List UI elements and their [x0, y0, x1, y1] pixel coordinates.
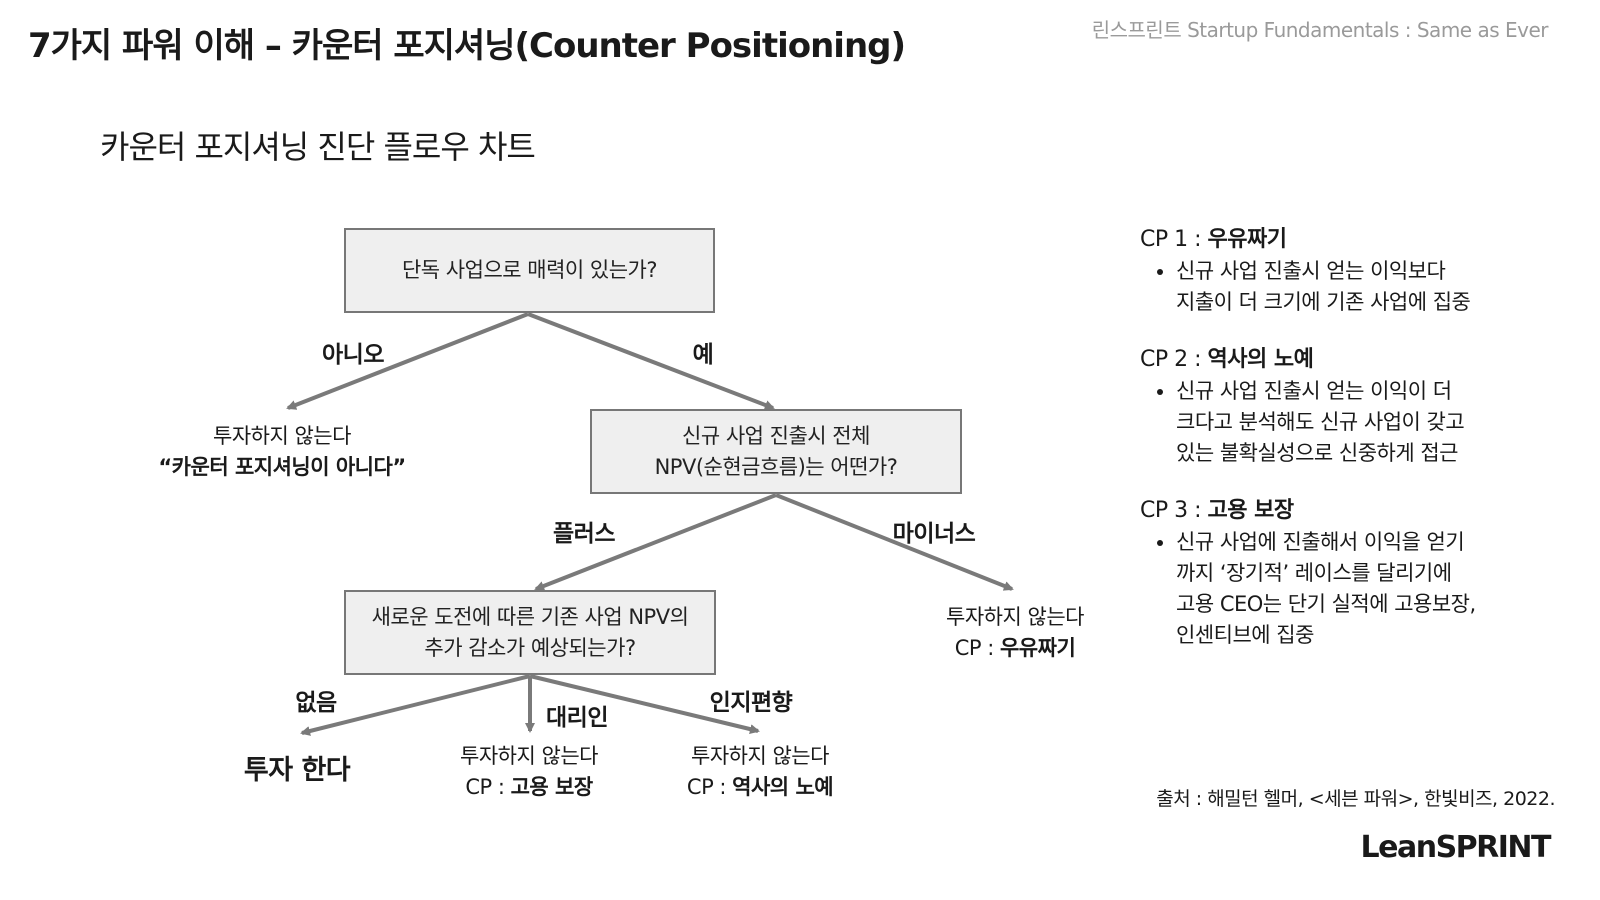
branch-label-cognitive-bias: 인지편향	[709, 690, 793, 716]
arrow-q2-minus	[775, 493, 1014, 591]
question-box-new-business-npv: 신규 사업 진출시 전체 NPV(순현금흐름)는 어떤가?	[590, 409, 962, 494]
outcome-line: 투자하지 않는다	[691, 744, 829, 768]
arrow-q2-plus	[534, 493, 777, 591]
outcome-milking: 투자하지 않는다 CP : 우유짜기	[946, 602, 1084, 664]
cp-legend-heading-2: CP 2 : 역사의 노예	[1140, 347, 1314, 372]
branch-label-agency: 대리인	[546, 705, 608, 731]
question-box-standalone-appeal: 단독 사업으로 매력이 있는가?	[344, 228, 715, 313]
outcome-line: 투자하지 않는다	[213, 424, 351, 448]
outcome-cp: CP : 우유짜기	[954, 636, 1076, 660]
cp-legend-list-1: 신규 사업 진출시 얻는 이익보다 지출이 더 크기에 기존 사업에 집중	[1140, 256, 1580, 318]
branch-label-plus: 플러스	[553, 521, 615, 547]
section-subtitle: 카운터 포지셔닝 진단 플로우 차트	[100, 128, 536, 166]
arrow-q3-bias	[529, 674, 760, 734]
arrow-q3-none	[300, 674, 531, 736]
cp-legend-list-3: 신규 사업에 진출해서 이익을 얻기 까지 ‘장기적’ 레이스를 달리기에 고용…	[1140, 527, 1580, 651]
outcome-quote: “카운터 포지셔닝이 아니다”	[158, 455, 406, 479]
outcome-line: 투자하지 않는다	[460, 744, 598, 768]
outcome-slave-to-history: 투자하지 않는다 CP : 역사의 노예	[686, 741, 834, 803]
cp-legend-list-2: 신규 사업 진출시 얻는 이익이 더 크다고 분석해도 신규 사업이 갖고 있는…	[1140, 376, 1580, 469]
branch-label-minus: 마이너스	[892, 521, 976, 547]
cp-legend-desc-2: 신규 사업 진출시 얻는 이익이 더 크다고 분석해도 신규 사업이 갖고 있는…	[1176, 376, 1580, 469]
cp-legend-heading-3: CP 3 : 고용 보장	[1140, 498, 1294, 523]
brand-caption: 린스프린트 Startup Fundamentals : Same as Eve…	[1091, 18, 1549, 42]
outcome-job-security: 투자하지 않는다 CP : 고용 보장	[460, 741, 598, 803]
outcome-invest: 투자 한다	[243, 755, 351, 786]
cp-legend-desc-1: 신규 사업 진출시 얻는 이익보다 지출이 더 크기에 기존 사업에 집중	[1176, 256, 1580, 318]
source-citation: 출처 : 해밀턴 헬머, <세븐 파워>, 한빛비즈, 2022.	[1156, 788, 1555, 810]
cp-legend-desc-3: 신규 사업에 진출해서 이익을 얻기 까지 ‘장기적’ 레이스를 달리기에 고용…	[1176, 527, 1580, 651]
outcome-line: 투자하지 않는다	[946, 605, 1084, 629]
cp-legend-heading-1: CP 1 : 우유짜기	[1140, 227, 1287, 252]
branch-label-no: 아니오	[322, 342, 384, 368]
question-box-existing-npv-decline: 새로운 도전에 따른 기존 사업 NPV의 추가 감소가 예상되는가?	[344, 590, 716, 675]
outcome-not-counter-positioning: 투자하지 않는다 “카운터 포지셔닝이 아니다”	[158, 421, 406, 483]
branch-label-yes: 예	[692, 342, 714, 368]
outcome-cp: CP : 역사의 노예	[686, 775, 834, 799]
arrow-q1-no	[286, 312, 529, 410]
leansprint-logo: LeanSPRINT	[1360, 830, 1552, 865]
cp-legend: CP 1 : 우유짜기 신규 사업 진출시 얻는 이익보다 지출이 더 크기에 …	[1140, 224, 1580, 677]
arrow-q1-yes	[527, 312, 775, 410]
page-title: 7가지 파워 이해 – 카운터 포지셔닝(Counter Positioning…	[28, 26, 906, 66]
outcome-cp: CP : 고용 보장	[465, 775, 593, 799]
branch-label-none: 없음	[295, 690, 337, 716]
